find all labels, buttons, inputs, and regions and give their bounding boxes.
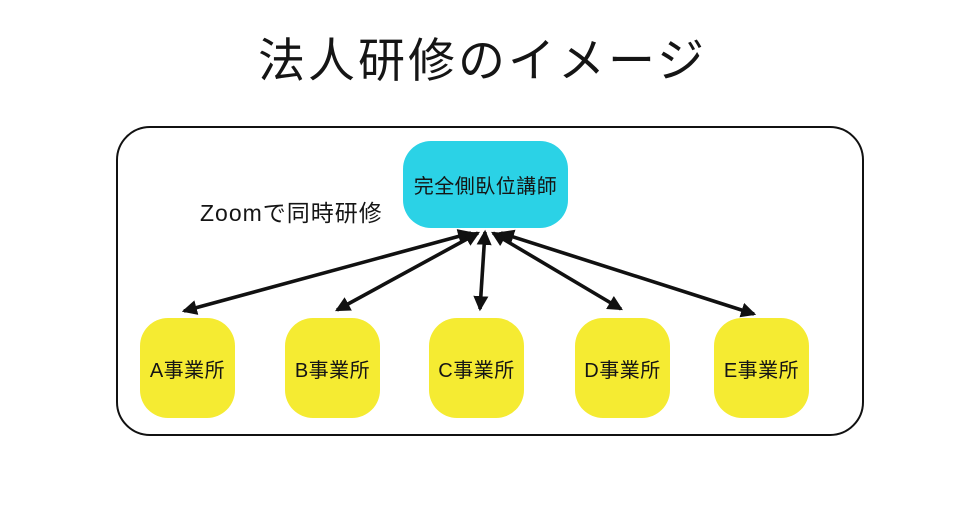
node-instructor: 完全側臥位講師 (403, 141, 568, 228)
node-office-c: C事業所 (429, 318, 524, 418)
node-office-e: E事業所 (714, 318, 809, 418)
page-title: 法人研修のイメージ (257, 34, 708, 87)
zoom-annotation: Zoomで同時研修 (200, 200, 383, 226)
diagram-frame (116, 126, 864, 436)
node-office-a: A事業所 (140, 318, 235, 418)
node-office-b: B事業所 (285, 318, 380, 418)
node-office-d: D事業所 (575, 318, 670, 418)
